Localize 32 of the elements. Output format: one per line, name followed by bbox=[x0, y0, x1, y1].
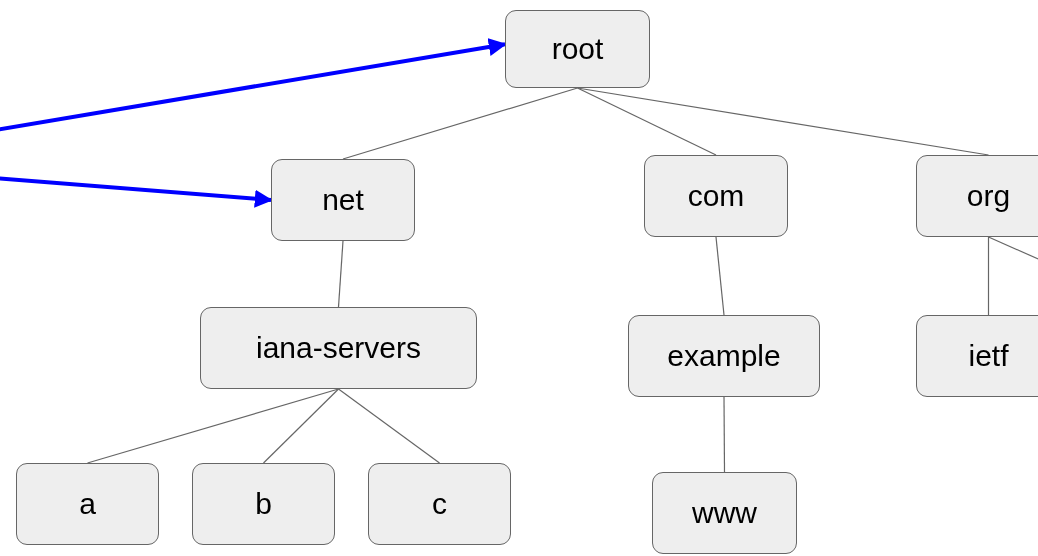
connector-line bbox=[337, 240, 344, 308]
connector-line bbox=[342, 87, 579, 160]
tree-node bbox=[200, 307, 477, 389]
node-label: net bbox=[322, 183, 364, 217]
connector-line bbox=[987, 236, 990, 316]
tree-node bbox=[652, 472, 797, 554]
arrow bbox=[0, 176, 273, 208]
node-label: iana-servers bbox=[255, 331, 422, 365]
tree-node bbox=[505, 10, 650, 88]
tree-node bbox=[644, 155, 788, 237]
tree-node bbox=[16, 463, 159, 545]
tree-node bbox=[368, 463, 511, 545]
tree-node bbox=[628, 315, 820, 397]
node-label: www bbox=[692, 496, 757, 530]
tree-node bbox=[192, 463, 335, 545]
tree-node bbox=[916, 155, 1038, 237]
node-label: com bbox=[687, 179, 745, 213]
tree-node bbox=[916, 315, 1038, 397]
node-label: example bbox=[667, 339, 781, 373]
tree-node bbox=[271, 159, 415, 241]
node-label: c bbox=[432, 487, 447, 521]
connector-line bbox=[337, 388, 441, 464]
connector-line bbox=[723, 396, 726, 473]
connector-line bbox=[262, 388, 340, 464]
node-label: ietf bbox=[968, 339, 1009, 373]
node-label: a bbox=[79, 487, 96, 521]
arrow bbox=[0, 38, 507, 132]
node-label: b bbox=[255, 487, 272, 521]
node-label: org bbox=[966, 179, 1011, 213]
connector-line bbox=[576, 87, 717, 156]
connector-line bbox=[715, 236, 725, 316]
node-label: root bbox=[551, 32, 604, 66]
